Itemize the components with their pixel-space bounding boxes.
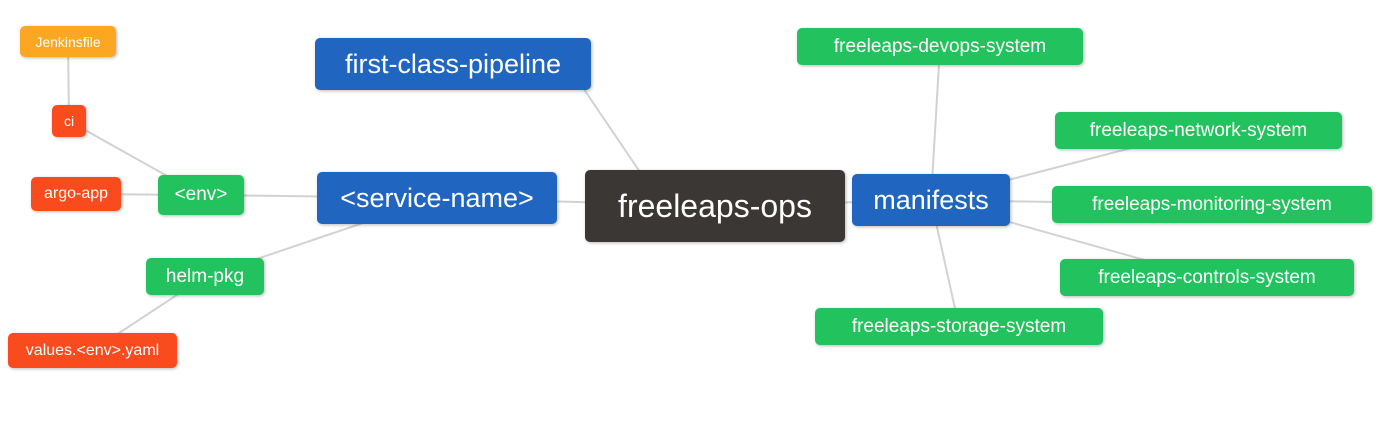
- node-devops-system[interactable]: freeleaps-devops-system: [797, 28, 1083, 65]
- node-helm-pkg[interactable]: helm-pkg: [146, 258, 264, 295]
- node-jenkinsfile[interactable]: Jenkinsfile: [20, 26, 116, 57]
- node-controls-system[interactable]: freeleaps-controls-system: [1060, 259, 1354, 296]
- node-monitoring-system[interactable]: freeleaps-monitoring-system: [1052, 186, 1372, 223]
- node-freeleaps-ops[interactable]: freeleaps-ops: [585, 170, 845, 242]
- node-ci[interactable]: ci: [52, 105, 86, 137]
- node-first-class-pipeline[interactable]: first-class-pipeline: [315, 38, 591, 90]
- node-values-env-yaml[interactable]: values.<env>.yaml: [8, 333, 177, 368]
- node-service-name[interactable]: <service-name>: [317, 172, 557, 224]
- node-network-system[interactable]: freeleaps-network-system: [1055, 112, 1342, 149]
- node-storage-system[interactable]: freeleaps-storage-system: [815, 308, 1103, 345]
- node-argo-app[interactable]: argo-app: [31, 177, 121, 211]
- node-env[interactable]: <env>: [158, 175, 244, 215]
- node-manifests[interactable]: manifests: [852, 174, 1010, 226]
